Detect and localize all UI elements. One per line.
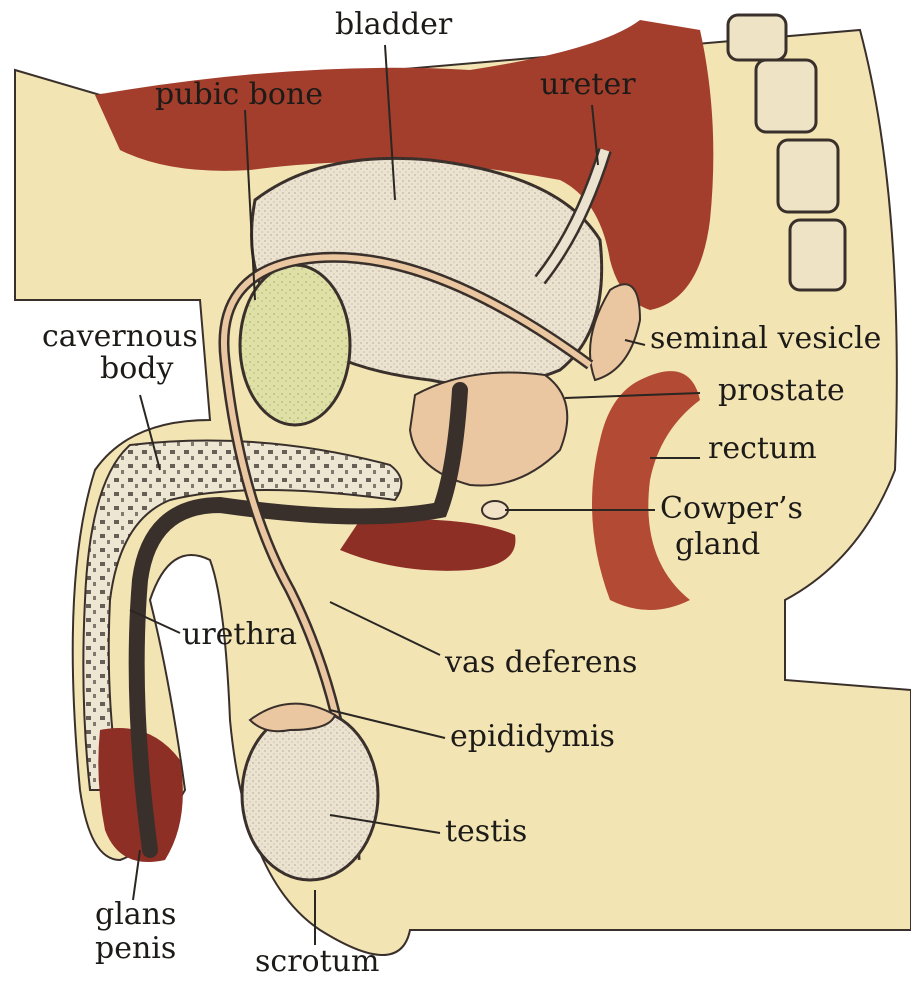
label-vas-deferens: vas deferens: [445, 646, 637, 680]
label-urethra: urethra: [182, 618, 297, 652]
label-cowpers-line1: Cowper’s: [660, 492, 803, 526]
label-epididymis: epididymis: [450, 720, 615, 754]
label-glans-line2: penis: [95, 932, 176, 966]
label-glans-line1: glans: [95, 898, 176, 932]
label-ureter: ureter: [540, 68, 636, 102]
label-scrotum: scrotum: [255, 945, 379, 979]
label-cavernous-line2: body: [100, 352, 173, 386]
label-pubic-bone: pubic bone: [155, 78, 323, 112]
cowpers-gland: [482, 501, 508, 519]
label-prostate: prostate: [718, 374, 845, 408]
pubic-bone: [240, 265, 350, 425]
label-cavernous-line1: cavernous: [42, 320, 198, 354]
label-seminal-vesicle: seminal vesicle: [650, 322, 881, 356]
label-rectum: rectum: [708, 432, 817, 466]
label-cowpers-line2: gland: [675, 528, 760, 562]
label-testis: testis: [445, 815, 527, 849]
label-bladder: bladder: [335, 8, 452, 42]
